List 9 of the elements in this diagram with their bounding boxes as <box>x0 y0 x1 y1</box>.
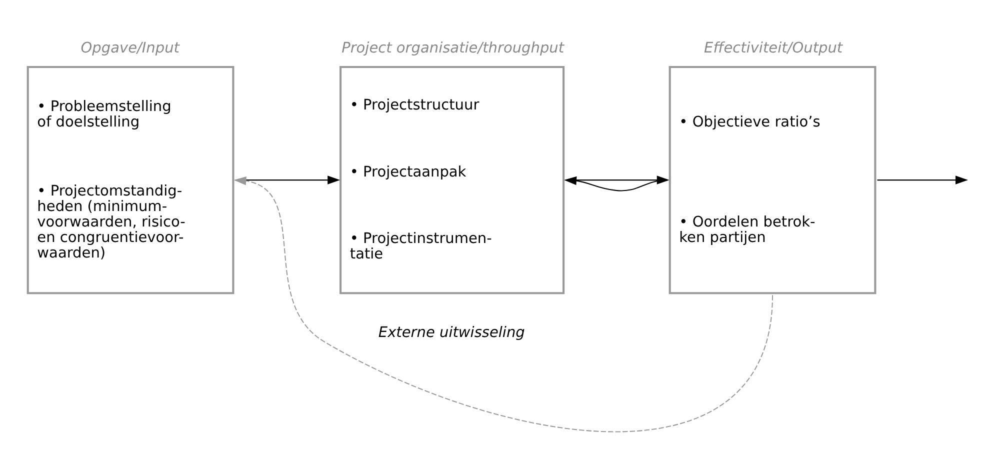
node-box: • Objectieve ratio’s • Oordelen betrok- ken partijen <box>668 65 876 294</box>
node-box: • Probleemstelling of doelstelling • Projectomstandig- heden (minimum- voorwaarden, risico- en congruentievoor- waarden) <box>26 65 234 294</box>
node-label: Effectiviteit/Output <box>704 40 843 56</box>
arrow <box>877 175 968 184</box>
node-label: Opgave/Input <box>80 40 180 56</box>
arrow <box>564 176 668 191</box>
node-box: • Projectstructuur • Projectaanpak • Projectinstrumen- tatie <box>340 65 565 294</box>
node-label: Project organisatie/throughput <box>342 40 564 56</box>
edge-label: Externe uitwisseling <box>378 324 525 340</box>
